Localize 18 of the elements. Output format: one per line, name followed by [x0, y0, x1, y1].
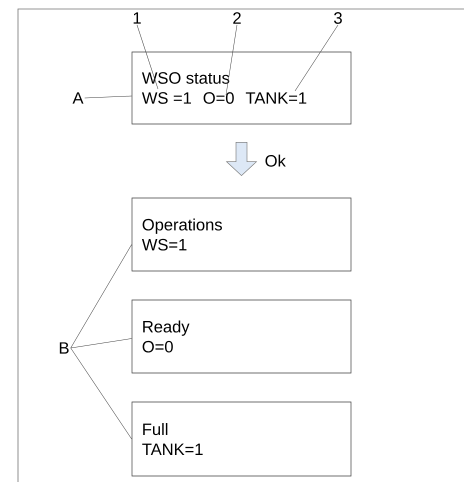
- leader-line: [70, 244, 132, 348]
- state-box: Operations WS=1: [132, 198, 352, 272]
- callout-letter: A: [72, 92, 84, 104]
- leader-line: [226, 24, 238, 96]
- leader-line: [70, 348, 132, 440]
- block-arrow: [226, 142, 258, 176]
- edge-label: Ok: [265, 154, 286, 167]
- state-box: WSO status WS =1 O=0 TANK=1: [132, 52, 352, 124]
- leader-line: [84, 96, 132, 98]
- callout-number: 2: [233, 12, 241, 24]
- callout-number: 3: [334, 12, 342, 24]
- leader-line: [294, 24, 338, 92]
- callout-letter: B: [60, 342, 69, 354]
- callout-number: 1: [134, 12, 141, 24]
- state-box: Full TANK=1: [132, 402, 352, 476]
- leader-line: [136, 24, 158, 90]
- state-box: Ready O=0: [132, 300, 352, 374]
- leader-line: [70, 338, 132, 348]
